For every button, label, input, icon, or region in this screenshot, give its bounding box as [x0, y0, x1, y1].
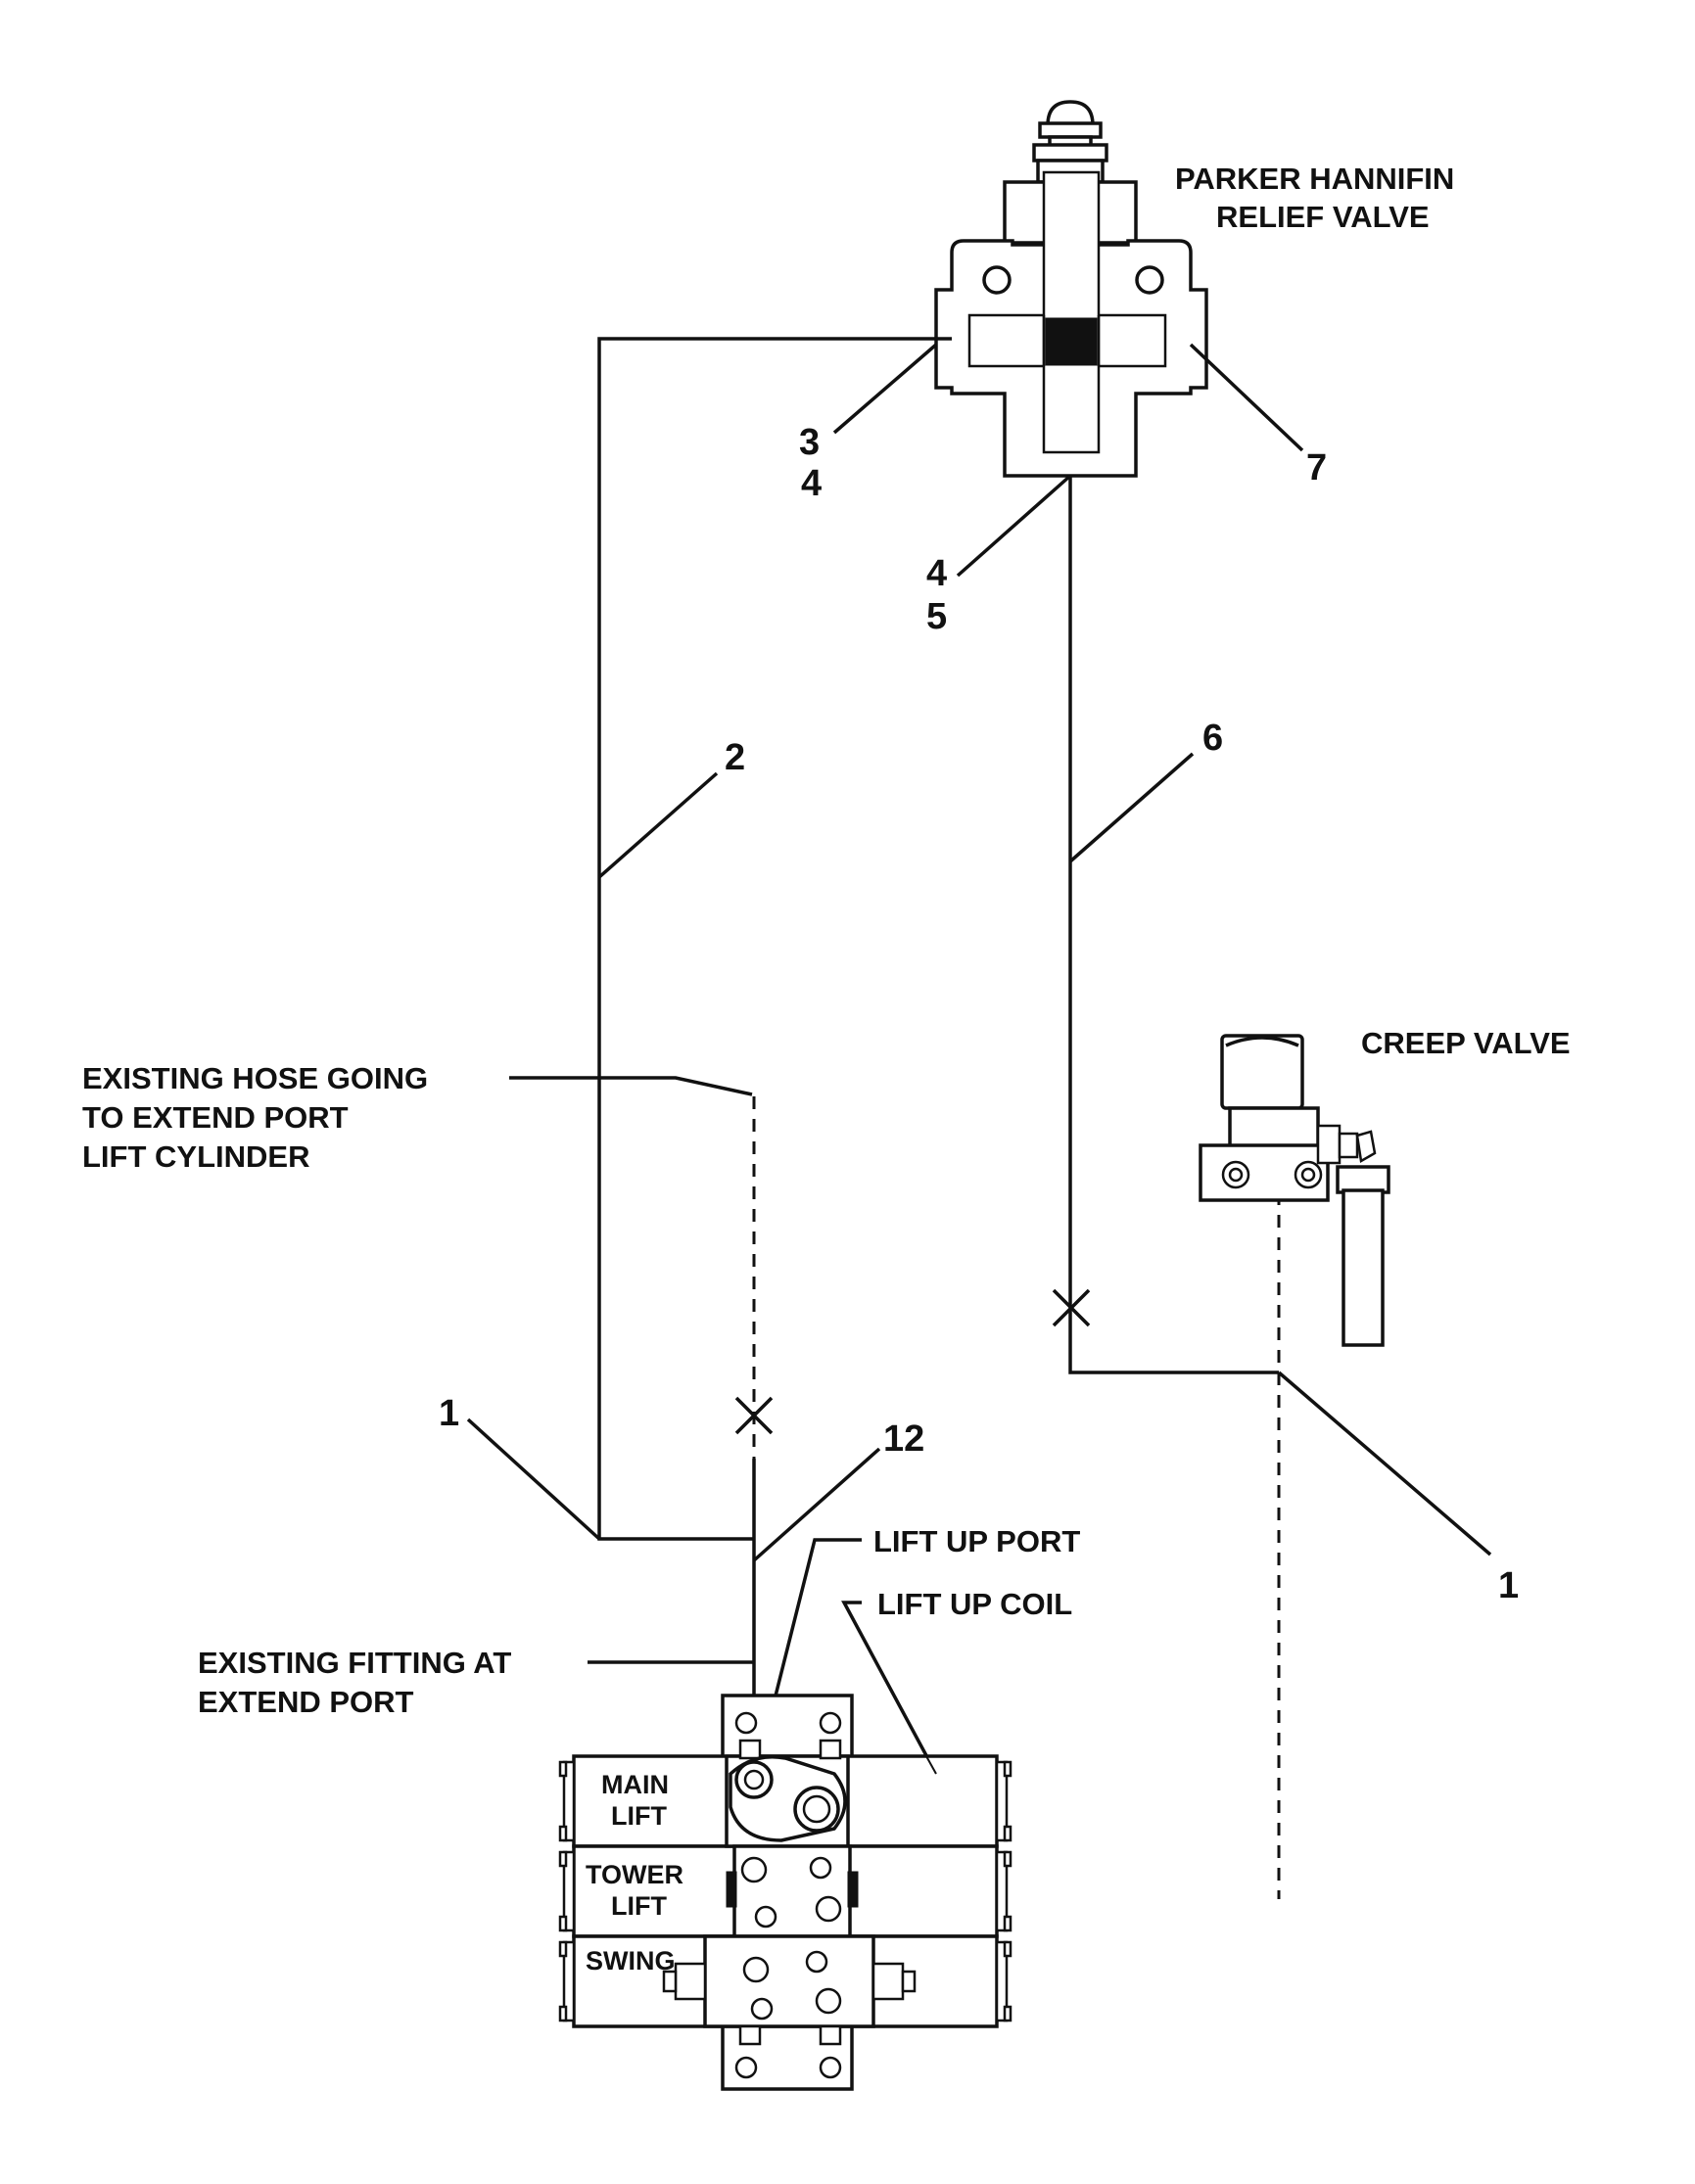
- leader-1-left: [466, 1417, 601, 1541]
- relief-valve-label-line1: PARKER HANNIFIN: [1175, 162, 1454, 196]
- callout-3: 3: [799, 422, 820, 463]
- cut-mark-right: [1052, 1288, 1091, 1327]
- leader-1-right: [1277, 1371, 1492, 1557]
- control-manifold: [558, 1694, 1012, 2091]
- callout-6: 6: [1202, 718, 1223, 759]
- callout-4-bottom: 4: [926, 553, 947, 594]
- hose-2: [597, 337, 952, 1541]
- leader-3-4: [832, 343, 938, 435]
- leader-7: [1189, 343, 1304, 452]
- swing-label: SWING: [586, 1946, 676, 1975]
- relief-valve: [934, 100, 1208, 478]
- existing-hose-label-line1: EXISTING HOSE GOING: [82, 1061, 428, 1095]
- callout-1-right: 1: [1498, 1565, 1519, 1606]
- cut-mark-left: [734, 1396, 774, 1435]
- hose-6: [1068, 476, 1279, 1374]
- callout-12: 12: [883, 1418, 924, 1460]
- existing-hose-label-line3: LIFT CYLINDER: [82, 1139, 310, 1174]
- leader-4-5: [956, 474, 1072, 578]
- callout-1-left: 1: [439, 1393, 459, 1434]
- existing-fitting-label-line1: EXISTING FITTING AT: [198, 1646, 511, 1680]
- callout-2: 2: [725, 737, 745, 778]
- creep-valve-label: CREEP VALVE: [1361, 1026, 1571, 1060]
- lift-up-coil-label: LIFT UP COIL: [877, 1587, 1072, 1621]
- leader-2: [597, 771, 719, 879]
- callout-5: 5: [926, 596, 947, 637]
- lift-up-port-label: LIFT UP PORT: [873, 1524, 1080, 1558]
- callout-4-left: 4: [801, 463, 822, 504]
- existing-hose-leader: [509, 1076, 753, 1096]
- tower-lift-label-line1: TOWER: [586, 1860, 683, 1889]
- relief-valve-label-line2: RELIEF VALVE: [1216, 200, 1430, 234]
- leader-6: [1068, 752, 1195, 863]
- callout-7: 7: [1306, 447, 1327, 488]
- existing-hose-label-line2: TO EXTEND PORT: [82, 1100, 349, 1135]
- creep-valve: [1199, 1034, 1390, 1347]
- leader-12: [752, 1447, 881, 1562]
- main-lift-label-line2: LIFT: [611, 1801, 667, 1831]
- leader-lift-up-coil: [841, 1601, 938, 1775]
- tower-lift-label-line2: LIFT: [611, 1891, 667, 1921]
- existing-fitting-label-line2: EXTEND PORT: [198, 1685, 414, 1719]
- main-lift-label-line1: MAIN: [601, 1770, 669, 1799]
